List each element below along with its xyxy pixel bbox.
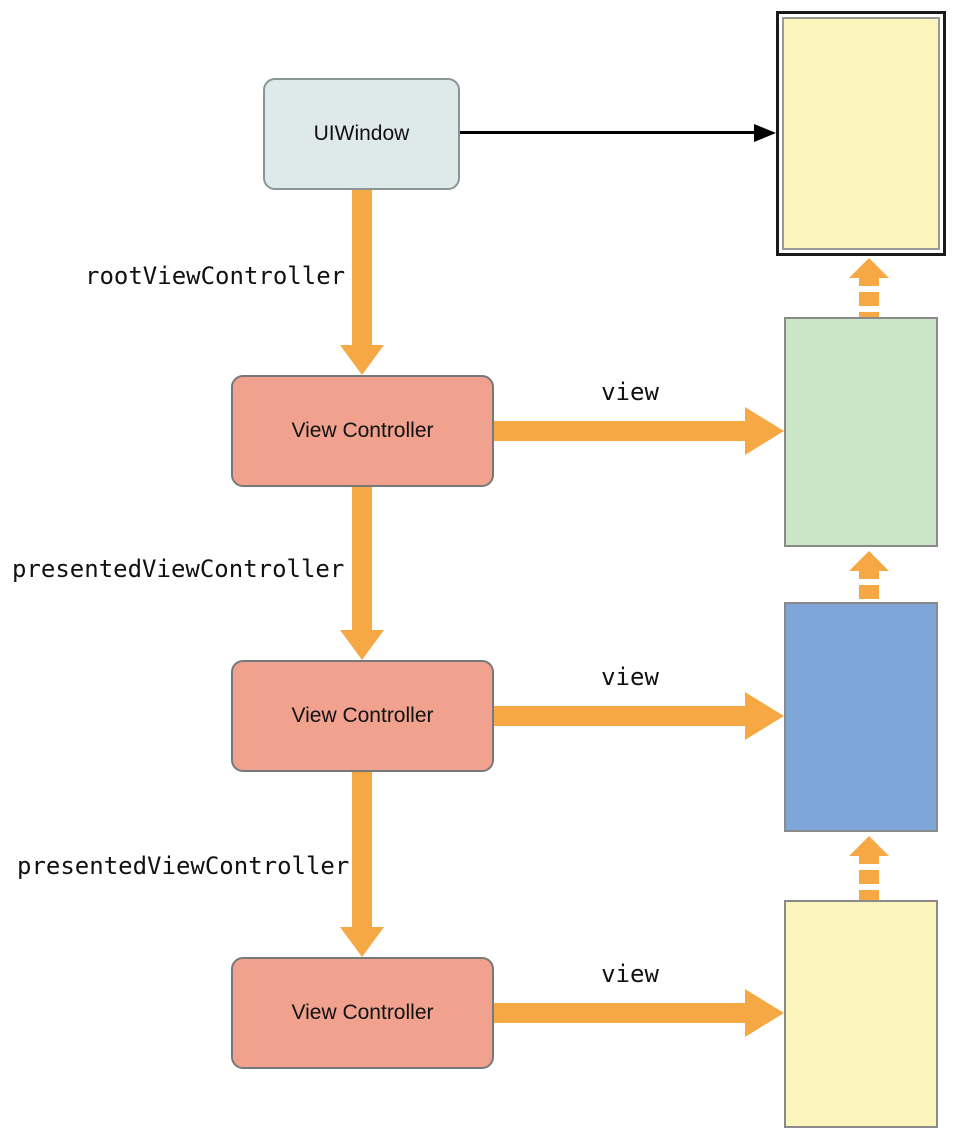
view-arrowhead-1-icon xyxy=(745,407,784,455)
view-label-1: view xyxy=(601,378,659,406)
view-attach-arrowhead-2-icon xyxy=(849,551,889,571)
dash-segment xyxy=(859,585,879,599)
dash-segment xyxy=(859,312,879,317)
presentedviewcontroller-arrowhead-1-icon xyxy=(340,630,384,660)
view-arrow-1 xyxy=(494,421,746,441)
dash-segment xyxy=(859,569,879,579)
uiwindow-label: UIWindow xyxy=(313,122,410,145)
view-attach-arrowhead-3-icon xyxy=(849,836,889,856)
presentedviewcontroller-label-2: presentedViewController xyxy=(17,852,350,880)
dash-segment xyxy=(859,870,879,884)
view-controller-label-3: View Controller xyxy=(291,1001,434,1024)
view-attach-arrowhead-1-icon xyxy=(849,258,889,278)
view-arrowhead-3-icon xyxy=(745,989,784,1037)
view-arrowhead-2-icon xyxy=(745,692,784,740)
presentedviewcontroller-arrow-1 xyxy=(352,487,372,630)
dash-segment xyxy=(859,854,879,864)
presented-view-box-2 xyxy=(784,900,938,1128)
dash-segment xyxy=(859,292,879,306)
view-label-3: view xyxy=(601,960,659,988)
screen-frame xyxy=(776,11,946,256)
view-controller-node-1: View Controller xyxy=(231,375,494,487)
view-controller-label-1: View Controller xyxy=(291,419,434,442)
rootviewcontroller-label: rootViewController xyxy=(85,262,346,290)
view-controller-node-3: View Controller xyxy=(231,957,494,1069)
view-controller-node-2: View Controller xyxy=(231,660,494,772)
root-view-box xyxy=(784,317,938,547)
screen-content-view xyxy=(782,17,940,250)
view-label-2: view xyxy=(601,663,659,691)
uiwindow-node: UIWindow xyxy=(263,78,460,190)
rootviewcontroller-arrow xyxy=(352,190,372,346)
window-screen-arrowhead-icon xyxy=(754,124,776,142)
view-arrow-2 xyxy=(494,706,746,726)
presented-view-box-1 xyxy=(784,602,938,832)
dash-segment xyxy=(859,890,879,900)
window-screen-arrow xyxy=(460,131,756,134)
view-controller-label-2: View Controller xyxy=(291,704,434,727)
presentedviewcontroller-arrowhead-2-icon xyxy=(340,927,384,957)
rootviewcontroller-arrowhead-icon xyxy=(340,345,384,375)
presentedviewcontroller-arrow-2 xyxy=(352,772,372,927)
view-arrow-3 xyxy=(494,1003,746,1023)
dash-segment xyxy=(859,276,879,286)
presentedviewcontroller-label-1: presentedViewController xyxy=(12,555,345,583)
